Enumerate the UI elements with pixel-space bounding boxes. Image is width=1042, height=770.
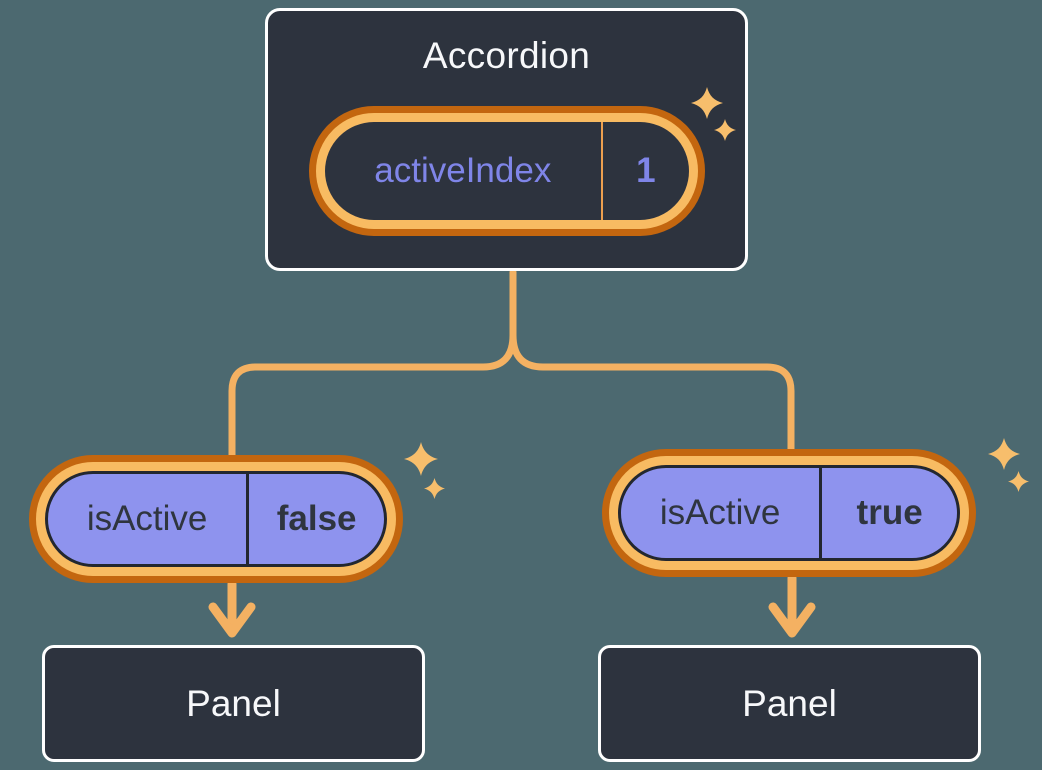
- state-pill-label: activeIndex: [374, 151, 552, 190]
- prop-pill-right: isActive true: [602, 449, 976, 577]
- panel-node-right: Panel: [598, 645, 981, 762]
- arrow-down-icon-right: [768, 573, 816, 638]
- state-pill: activeIndex 1: [308, 106, 705, 236]
- panel-left-title: Panel: [186, 682, 281, 724]
- prop-pill-left-label: isActive: [86, 499, 208, 538]
- panel-node-left: Panel: [42, 645, 425, 762]
- sparkle-icon: [1008, 471, 1029, 492]
- prop-pill-left-body: isActive false: [45, 471, 387, 567]
- sparkle-icon: [714, 119, 736, 141]
- prop-pill-left-value: false: [246, 474, 384, 564]
- sparkle-icon: [424, 478, 445, 499]
- connector-branch-left: [228, 331, 517, 472]
- prop-pill-right-label: isActive: [659, 493, 781, 532]
- state-pill-value: 1: [601, 122, 688, 220]
- sparkle-icon: [988, 438, 1020, 470]
- panel-right-title: Panel: [742, 682, 837, 724]
- connector-branch-right: [509, 331, 795, 466]
- prop-pill-right-body: isActive true: [618, 465, 960, 561]
- arrow-down-icon-left: [208, 579, 256, 638]
- prop-pill-left: isActive false: [29, 455, 403, 583]
- prop-pill-right-value: true: [819, 468, 957, 558]
- state-pill-body: activeIndex 1: [324, 122, 689, 220]
- accordion-node: Accordion activeIndex 1: [265, 8, 748, 271]
- sparkle-icon: [404, 442, 438, 476]
- sparkle-icon: [691, 87, 723, 119]
- accordion-title: Accordion: [422, 35, 591, 76]
